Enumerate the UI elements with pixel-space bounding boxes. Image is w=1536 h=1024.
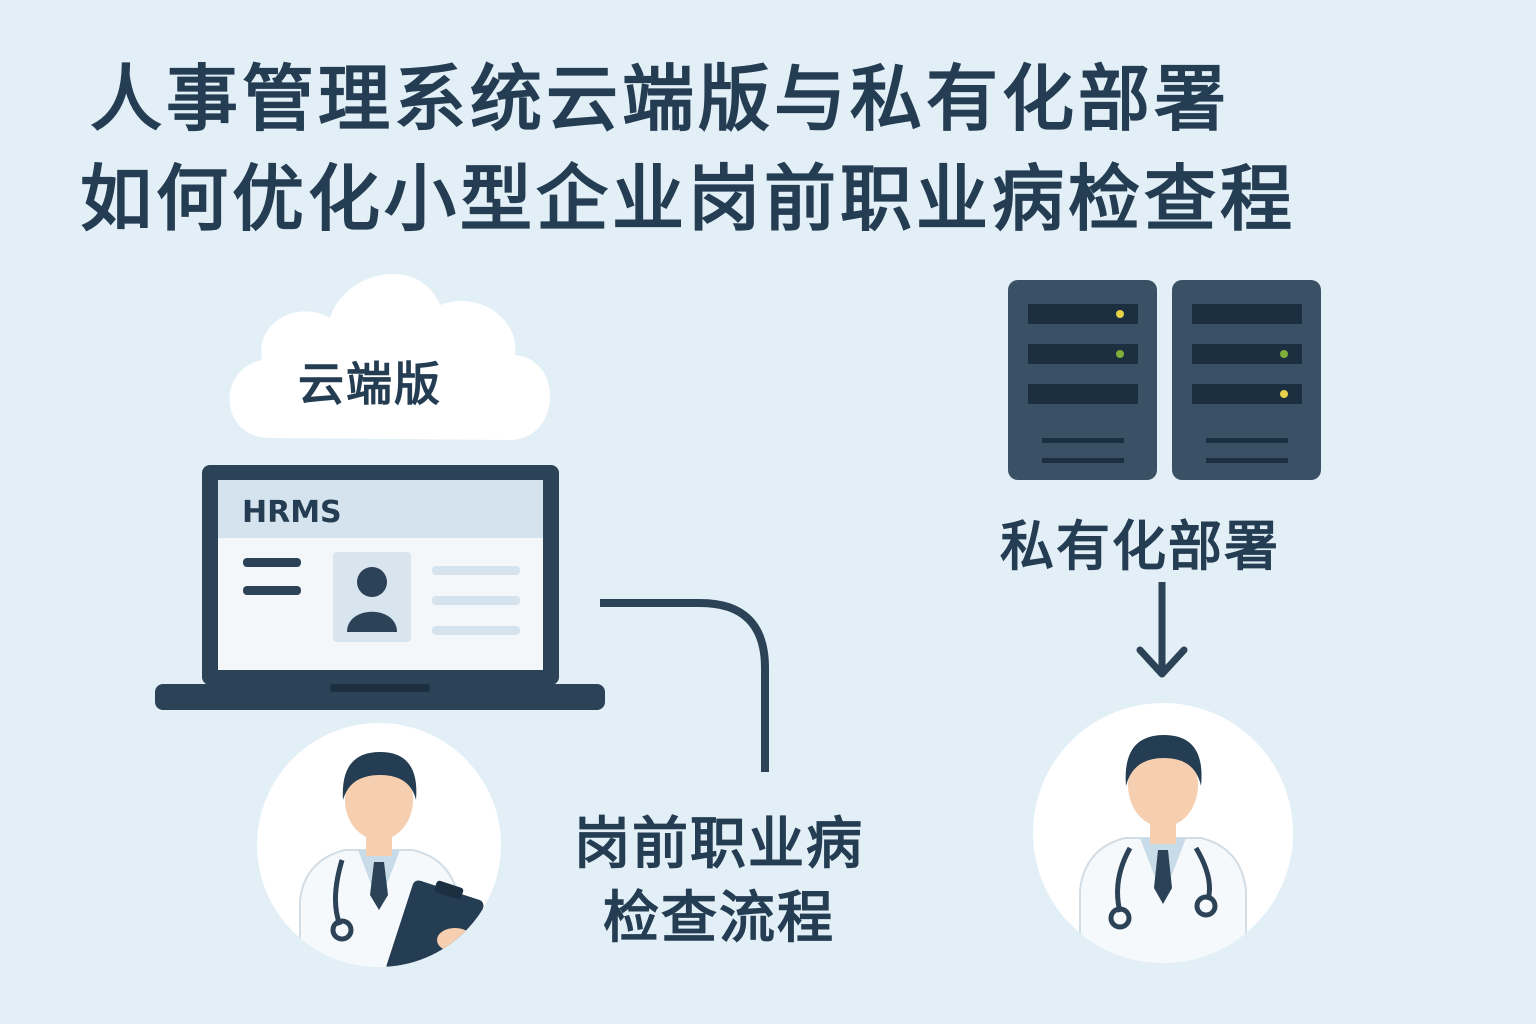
server-icon: [1008, 280, 1321, 480]
cloud-version-label: 云端版: [298, 357, 442, 411]
page-title-line-2: 如何优化小型企业岗前职业病检查程: [80, 157, 1297, 241]
cloud-icon: [229, 274, 551, 440]
doctor-with-clipboard-icon: [257, 723, 501, 967]
page-title-line-1: 人事管理系统云端版与私有化部署: [90, 57, 1231, 141]
hrms-app-title: HRMS: [242, 495, 342, 530]
exam-process-line-1: 岗前职业病: [574, 812, 864, 877]
exam-process-label: 岗前职业病 检查流程: [574, 808, 864, 956]
menu-lines-icon: [243, 558, 301, 595]
connector-line: [600, 599, 769, 772]
private-deployment-label: 私有化部署: [1000, 515, 1280, 578]
exam-process-line-2: 检查流程: [603, 886, 835, 951]
doctor-icon: [1033, 703, 1293, 963]
laptop-icon: [155, 465, 605, 710]
down-arrow-icon: [1136, 582, 1188, 678]
user-profile-icon: [333, 552, 411, 642]
